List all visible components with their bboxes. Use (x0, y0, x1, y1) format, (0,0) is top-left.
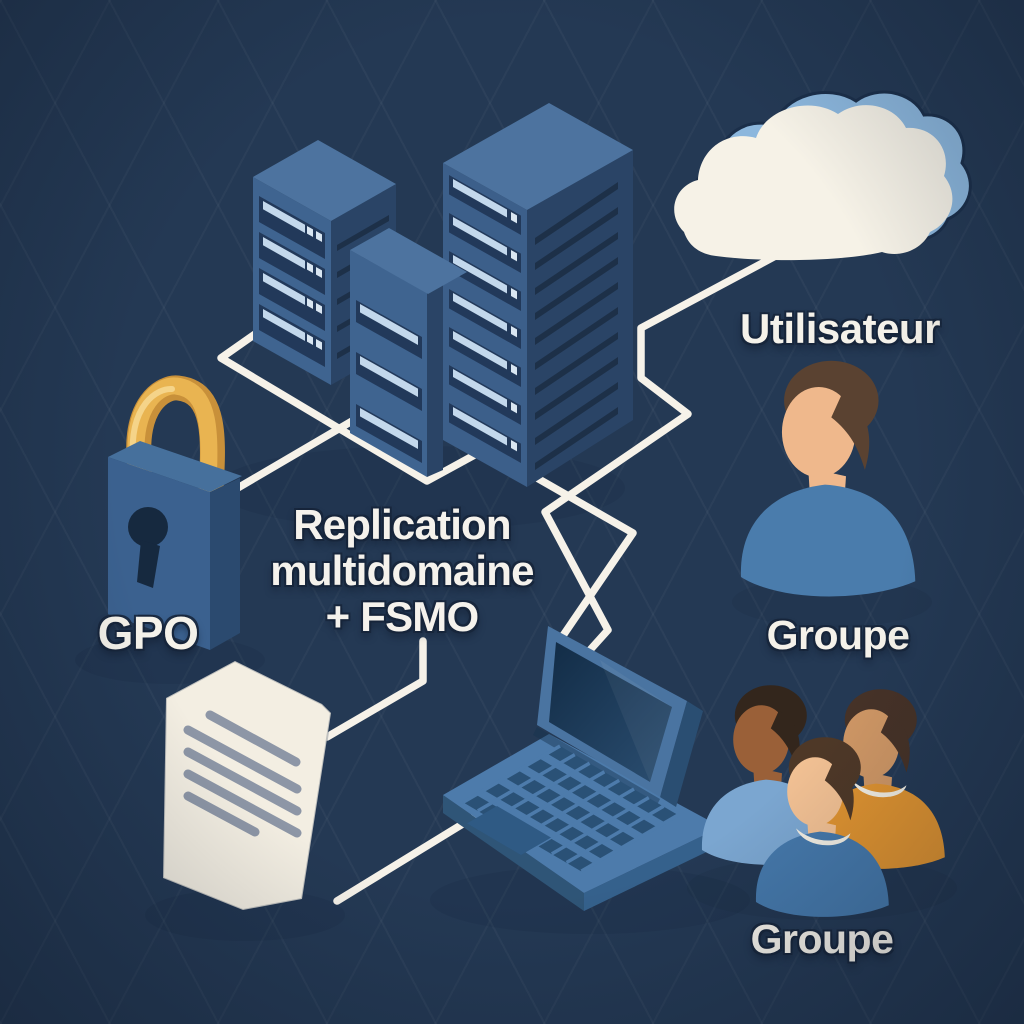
connector-caption-to-document (323, 637, 427, 741)
center-caption-line-2: multidomaine (270, 547, 534, 594)
label-gpo: GPO (97, 607, 199, 659)
user-icon (740, 360, 916, 597)
document-icon (161, 659, 333, 912)
laptop-touchpad (467, 806, 551, 855)
laptop-screen (549, 642, 672, 782)
connector-servers-right (533, 474, 637, 644)
center-caption-line-1: Replication (293, 501, 511, 548)
center-caption: Replication multidomaine + FSMO (232, 502, 572, 640)
padlock-icon (108, 375, 242, 650)
laptop-icon (443, 626, 721, 911)
padlock-body (108, 441, 242, 650)
label-groupe-middle: Groupe (766, 612, 910, 658)
label-groupe-bottom: Groupe (750, 916, 894, 962)
server-cluster-icon (253, 103, 633, 487)
label-utilisateur: Utilisateur (740, 305, 940, 352)
connector-cloud-to-laptop (541, 234, 787, 654)
server-tower-large (443, 103, 633, 487)
padlock-shackle (126, 375, 225, 503)
server-tower-middle (350, 228, 467, 477)
center-caption-line-3: + FSMO (325, 593, 480, 640)
document-text-lines (183, 710, 302, 838)
cloud-icon (674, 90, 972, 261)
